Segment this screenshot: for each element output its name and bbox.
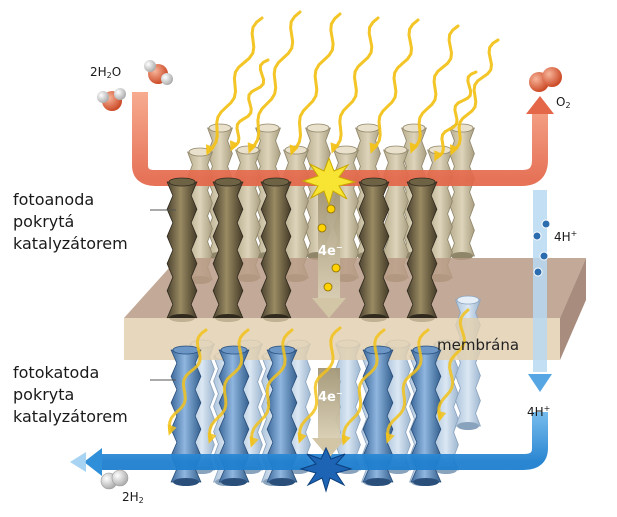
photoanode-label-line: pokrytá [13, 212, 75, 231]
nanorod [170, 345, 202, 486]
proton-dots [532, 219, 551, 277]
light-ray [290, 12, 342, 154]
light-ray-arrowhead [409, 142, 419, 154]
cathode-flow-arrow [70, 412, 548, 476]
protons-bottom-formula: 4H+ [527, 404, 551, 419]
light-ray [207, 328, 250, 442]
light-ray-arrowhead [207, 432, 217, 444]
light-ray-arrowhead [297, 432, 307, 444]
proton-dot [539, 251, 549, 261]
light-ray-arrowhead [450, 144, 459, 156]
spark-icon [301, 156, 357, 207]
light-ray-arrowhead [341, 434, 351, 446]
proton-dot [532, 231, 542, 241]
photocathode-label-line: fotokatoda [13, 363, 100, 382]
light-ray [298, 326, 342, 442]
photoanode-label-line: katalyzátorem [13, 234, 128, 253]
water-molecule-icon [144, 60, 173, 85]
light-ray [410, 24, 460, 152]
light-ray-arrowhead [437, 410, 447, 422]
hydrogen-formula: 2H2 [122, 490, 144, 505]
photocathode-label: fotokatoda pokryta katalyzátorem [13, 362, 128, 428]
proton-channel [528, 190, 552, 392]
nanorod [455, 295, 481, 430]
oxygen-formula: O2 [556, 95, 571, 110]
water-formula: 2H2O [90, 65, 122, 80]
light-ray [370, 18, 420, 152]
light-ray-arrowhead [249, 436, 259, 448]
electron-dot [323, 282, 333, 292]
light-ray [386, 328, 430, 442]
electron-dot [326, 204, 336, 214]
light-ray-arrowhead [247, 142, 257, 154]
light-ray [230, 58, 270, 150]
light-ray-arrowhead [369, 142, 379, 154]
photoanode-label-line: fotoanoda [13, 190, 95, 209]
light-ray-arrowhead [167, 424, 177, 436]
light-ray-arrowhead [330, 142, 340, 154]
light-ray-arrowhead [230, 140, 239, 152]
membrane-label: membrána [437, 336, 520, 354]
light-ray [437, 308, 470, 420]
light-ray [434, 70, 478, 160]
electrons-top-label: 4e− [318, 243, 343, 259]
light-ray [250, 328, 294, 446]
light-ray-arrowhead [385, 432, 395, 444]
photocathode-label-line: katalyzátorem [13, 407, 128, 426]
oxygen-molecule-icon [529, 67, 562, 92]
electron-arrow-top [312, 188, 346, 318]
proton-dot [541, 219, 551, 229]
electron-dot [331, 263, 341, 273]
nanorod [362, 345, 394, 486]
light-ray [248, 10, 302, 152]
sunlight-icon [167, 10, 500, 448]
nanorod [449, 123, 475, 260]
nanorod [212, 177, 244, 322]
photocathode-label-line: pokryta [13, 385, 75, 404]
hydrogen-molecule-icon [100, 469, 129, 490]
front-cathode-rods [170, 345, 442, 486]
electron-arrow-bottom [312, 368, 346, 458]
proton-dot [533, 267, 543, 277]
light-ray [450, 38, 500, 154]
protons-top-formula: 4H+ [554, 229, 578, 244]
spark-icon [299, 446, 353, 493]
light-ray [331, 16, 380, 152]
light-ray [167, 328, 208, 434]
light-ray-arrowhead [206, 144, 215, 156]
water-molecule-icon [97, 88, 126, 111]
light-ray-arrowhead [434, 150, 443, 162]
light-ray [206, 16, 264, 154]
light-ray [342, 328, 386, 444]
photoanode-label: fotoanoda pokrytá katalyzátorem [13, 189, 128, 255]
electron-dot [317, 223, 327, 233]
electrons-bottom-label: 4e− [318, 389, 343, 405]
light-ray-arrowhead [289, 144, 299, 156]
